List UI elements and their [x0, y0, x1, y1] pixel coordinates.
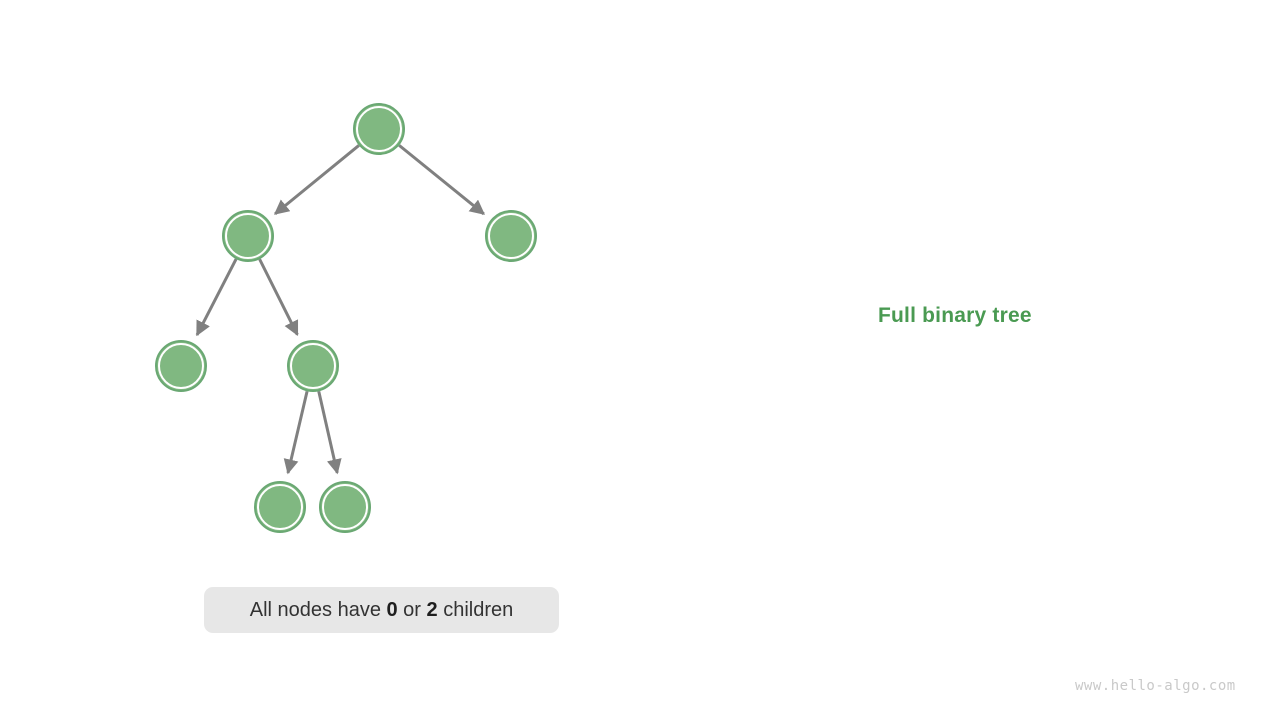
node-inner-gap — [257, 484, 303, 530]
node-fill — [228, 216, 268, 256]
tree-edge — [195, 258, 238, 337]
watermark-url: www.hello-algo.com — [1075, 678, 1236, 694]
node-fill — [293, 346, 333, 386]
node-inner-gap — [488, 213, 534, 259]
tree-edge — [273, 144, 360, 216]
tree-node[interactable] — [254, 481, 306, 533]
tree-node[interactable] — [287, 340, 339, 392]
node-inner-gap — [322, 484, 368, 530]
node-fill — [491, 216, 531, 256]
node-inner-gap — [158, 343, 204, 389]
node-inner-gap — [290, 343, 336, 389]
tree-edge-layer — [195, 144, 485, 475]
node-inner-gap — [356, 106, 402, 152]
caption-badge: All nodes have 0 or 2 children — [204, 587, 559, 633]
tree-edge — [317, 391, 342, 475]
tree-node[interactable] — [222, 210, 274, 262]
tree-node[interactable] — [485, 210, 537, 262]
page-title: Full binary tree — [878, 304, 1032, 327]
node-fill — [325, 487, 365, 527]
tree-node[interactable] — [319, 481, 371, 533]
caption-suffix: children — [437, 598, 514, 621]
node-fill — [260, 487, 300, 527]
tree-node[interactable] — [155, 340, 207, 392]
node-fill — [359, 109, 399, 149]
tree-node-layer — [155, 103, 537, 533]
node-inner-gap — [225, 213, 271, 259]
caption-value-zero: 0 — [386, 598, 398, 621]
caption-prefix: All nodes have — [249, 598, 387, 621]
tree-edge — [398, 144, 485, 216]
caption-conjunction: or — [397, 598, 427, 621]
node-fill — [161, 346, 201, 386]
tree-node[interactable] — [353, 103, 405, 155]
tree-edge — [283, 390, 309, 475]
tree-edge — [258, 258, 299, 337]
caption-value-two: 2 — [426, 598, 438, 621]
